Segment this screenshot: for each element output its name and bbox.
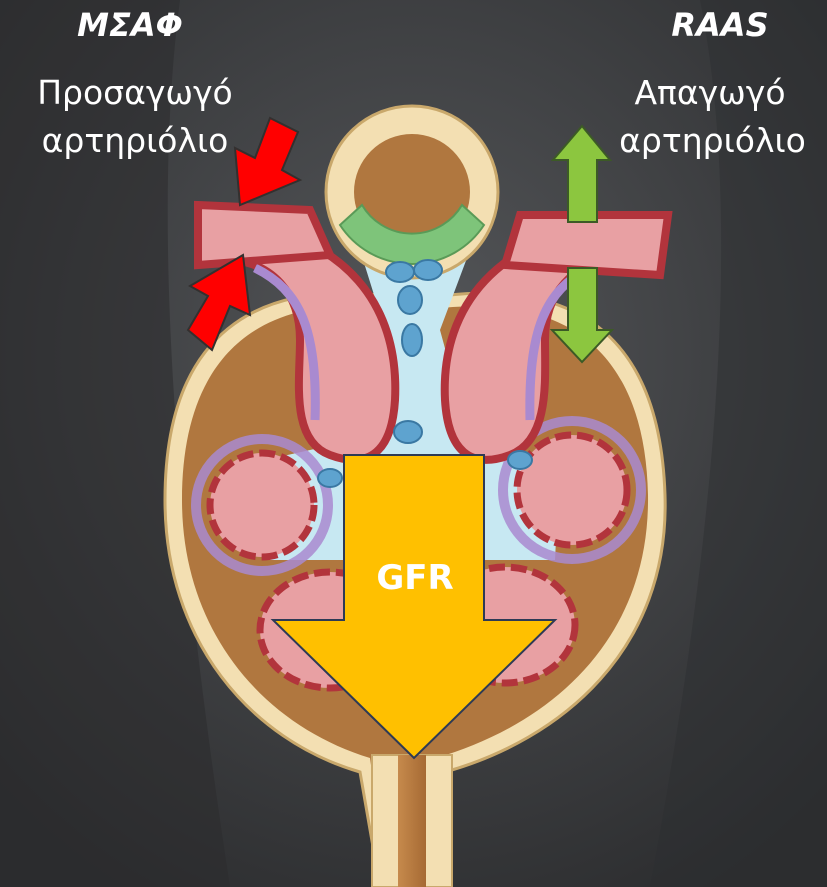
left-tag: ΜΣΑΦ: [40, 6, 220, 44]
efferent-label-line2: αρτηριόλιο: [598, 118, 827, 164]
afferent-arteriole: [198, 205, 330, 265]
afferent-label-line2: αρτηριόλιο: [10, 118, 260, 164]
right-tag: RAAS: [620, 6, 820, 44]
afferent-label-line1: Προσαγωγό: [10, 70, 260, 116]
efferent-label-line1: Απαγωγό: [600, 70, 820, 116]
macula-densa: [326, 106, 498, 278]
tubule-lumen: [398, 755, 426, 887]
gfr-label: GFR: [345, 558, 485, 598]
efferent-arteriole: [505, 215, 668, 275]
